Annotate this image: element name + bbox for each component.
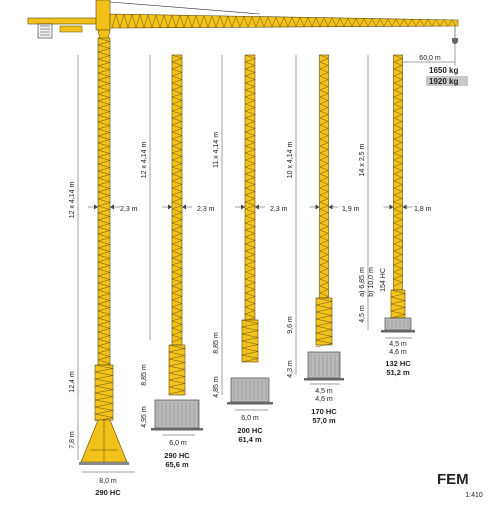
mast-3-height-label: 61,4 m bbox=[238, 435, 262, 444]
mast-4-lower-label: 9,6 m bbox=[287, 316, 294, 334]
masts bbox=[79, 37, 415, 465]
mast-3-lower-label: 8,85 m bbox=[213, 332, 220, 354]
mast-3-model-label: 200 HC bbox=[237, 426, 263, 435]
mast-2-upper bbox=[171, 54, 183, 346]
mast-4-base2-label: 4,6 m bbox=[315, 396, 333, 403]
mast-4-dimensions: 10 x 4,14 m 9,6 m 4,3 m 4,5 m 4,6 m 1,9 … bbox=[287, 55, 360, 425]
tower-head bbox=[95, 0, 111, 31]
mast-5-dimensions: 14 x 2,5 m a) 6,85 m b) 10,0 m 154 HC 4,… bbox=[359, 55, 432, 377]
mast-5-model-label: 132 HC bbox=[385, 359, 411, 368]
mast-3-base-label: 6,0 m bbox=[241, 415, 259, 422]
mast-5 bbox=[381, 54, 415, 333]
mast-3-foundation bbox=[227, 402, 273, 405]
mast-5-note-a: a) 6,85 m bbox=[359, 267, 366, 297]
mast-4-base-label: 4,5 m bbox=[315, 388, 333, 395]
mast-1-side-label: 2,3 m bbox=[120, 206, 138, 213]
mast-2-foundation bbox=[151, 428, 203, 431]
crane-top bbox=[27, 0, 459, 44]
mast-3-side-label: 2,3 m bbox=[270, 206, 288, 213]
counter-jib bbox=[27, 17, 103, 25]
mast-4-lower bbox=[315, 297, 333, 346]
mast-4-foundation bbox=[304, 378, 344, 381]
mast-3-bottom-label: 4,85 m bbox=[213, 376, 220, 398]
mast-5-lower-label: 4,5 m bbox=[359, 305, 366, 323]
jib bbox=[109, 13, 459, 29]
load-2-box bbox=[426, 76, 468, 86]
mast-1-lower-label: 12,4 m bbox=[69, 371, 76, 393]
mast-5-upper-label: 14 x 2,5 m bbox=[359, 143, 366, 176]
mast-2-dimensions: 12 x 4,14 m 8,85 m 4,95 m 6,0 m 2,3 m 29… bbox=[141, 55, 215, 469]
mast-5-upper bbox=[393, 54, 403, 291]
mast-3-dimensions: 11 x 4,14 m 8,85 m 4,85 m 6,0 m 2,3 m 20… bbox=[213, 55, 288, 444]
jib-lacing bbox=[111, 13, 457, 29]
counterweight bbox=[37, 23, 53, 39]
mast-5-base-label: 4,5 m bbox=[389, 341, 407, 348]
load-2-label: 1920 kg bbox=[429, 77, 458, 86]
mast-2-upper-label: 12 x 4,14 m bbox=[141, 142, 148, 179]
mast-1-base-label: 8,0 m bbox=[99, 478, 117, 485]
mast-1-upper-label: 12 x 4,14 m bbox=[69, 182, 76, 219]
mast-5-foundation bbox=[381, 330, 415, 333]
mast-2-height-label: 65,6 m bbox=[165, 460, 189, 469]
mast-2 bbox=[151, 54, 203, 431]
mast-4-side-label: 1,9 m bbox=[342, 206, 360, 213]
jib-dimensions: 60,0 m 1650 kg 1920 kg bbox=[400, 42, 468, 86]
mast-5-side-label: 1,8 m bbox=[414, 206, 432, 213]
mast-4-base-block bbox=[307, 351, 341, 379]
mast-3-upper-label: 11 x 4,14 m bbox=[213, 132, 220, 168]
mast-1-foundation bbox=[79, 462, 129, 465]
scale-label: 1:410 bbox=[465, 492, 483, 499]
mast-1 bbox=[79, 37, 129, 465]
mast-3 bbox=[227, 54, 273, 405]
mast-5-note-c: 154 HC bbox=[380, 268, 387, 292]
mast-5-height-label: 51,2 m bbox=[386, 368, 410, 377]
jib-tie bbox=[109, 1, 261, 15]
mast-5-note-b: b) 10,0 m bbox=[368, 267, 375, 297]
mast-1-dimensions: 12 x 4,14 m 12,4 m 7,8 m 8,0 m 2,3 m 290… bbox=[69, 55, 138, 497]
mast-4-bottom-label: 4,3 m bbox=[287, 360, 294, 378]
mast-1-upper bbox=[97, 37, 111, 366]
mast-4-model-label: 170 HC bbox=[311, 407, 337, 416]
mast-2-lower-label: 8,85 m bbox=[141, 364, 148, 386]
load-1-label: 1650 kg bbox=[429, 66, 458, 75]
mast-1-model-label: 290 HC bbox=[95, 488, 121, 497]
mast-2-model-label: 290 HC bbox=[164, 451, 190, 460]
mast-2-base-label: 6,0 m bbox=[169, 440, 187, 447]
mast-1-bottom-label: 7,8 m bbox=[69, 431, 76, 449]
mast-4-upper-label: 10 x 4,14 m bbox=[287, 142, 294, 179]
jib-reach-label: 60,0 m bbox=[419, 55, 441, 62]
mast-4-upper bbox=[319, 54, 329, 299]
cabin bbox=[59, 25, 83, 33]
mast-5-base2-label: 4,6 m bbox=[389, 349, 407, 356]
mast-2-bottom-label: 4,95 m bbox=[141, 406, 148, 428]
mast-2-side-label: 2,3 m bbox=[197, 206, 215, 213]
fem-logo: FEM bbox=[437, 471, 469, 488]
mast-5-base-block bbox=[384, 317, 412, 331]
hook-icon bbox=[452, 38, 458, 44]
mast-4-height-label: 57,0 m bbox=[312, 416, 336, 425]
mast-4 bbox=[304, 54, 344, 381]
mast-2-base-block bbox=[154, 399, 200, 429]
